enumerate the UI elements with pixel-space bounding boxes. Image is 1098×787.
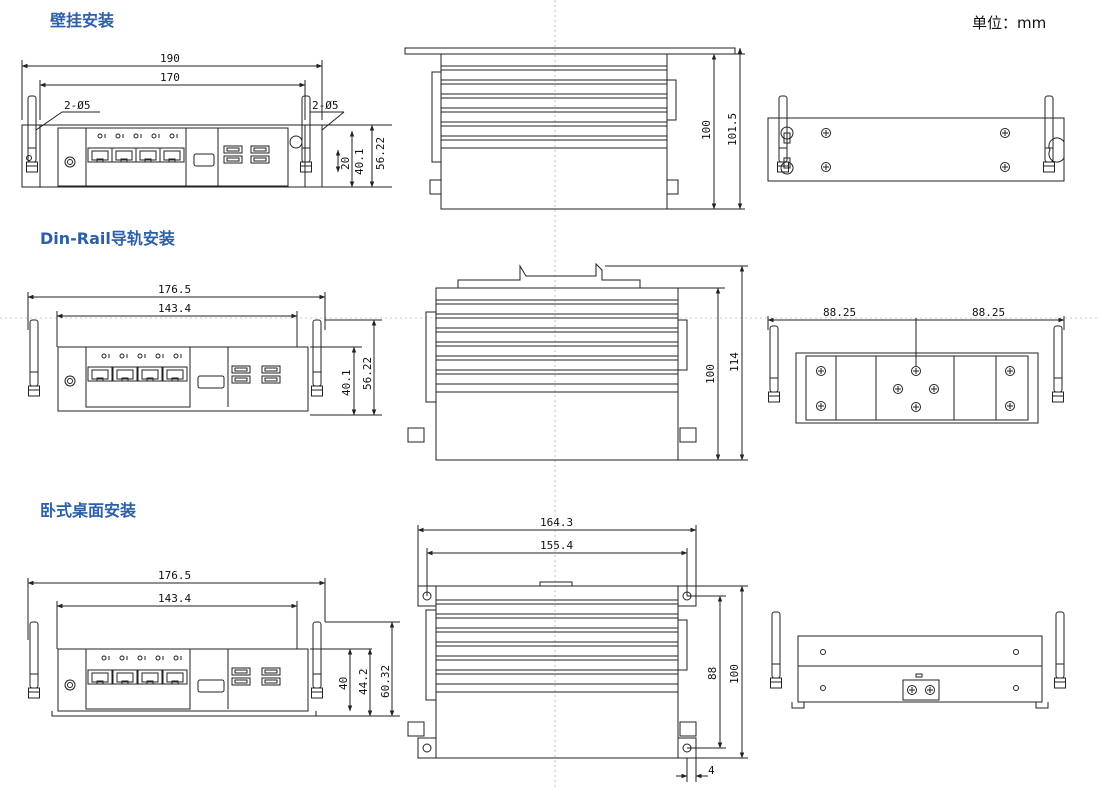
dim-label-wall-h-mid: 40.1 <box>353 149 366 176</box>
dim-label-din-back-left: 88.25 <box>823 306 856 319</box>
dim-label-din-width-inner: 143.4 <box>158 302 191 315</box>
dim-label-din-width-outer: 176.5 <box>158 283 191 296</box>
dim-label-din-side-h-body: 100 <box>704 364 717 384</box>
dim-label-wall-side-h-total: 101.5 <box>726 113 739 146</box>
dim-label-wall-side-h-body: 100 <box>700 120 713 140</box>
dim-label-din-h-body: 40.1 <box>340 370 353 397</box>
wall-bracket-top <box>404 47 736 55</box>
wall-side-view <box>404 47 745 210</box>
dim-label-din-side-h-total: 114 <box>728 352 741 372</box>
dim-label-desk-h-total: 60.32 <box>379 665 392 698</box>
din-back-view <box>767 316 1065 424</box>
antenna-right-icon <box>300 95 312 173</box>
dim-label-wall-width-inner: 170 <box>160 71 180 84</box>
dim-label-desk-width-inner: 143.4 <box>158 592 191 605</box>
dim-label-wall-h-total: 56.22 <box>374 137 387 170</box>
dim-label-din-back-right: 88.25 <box>972 306 1005 319</box>
section-title-desktop: 卧式桌面安装 <box>40 501 137 520</box>
desk-back-view <box>770 611 1066 709</box>
dim-label-hole-left: 2-Ø5 <box>64 99 91 112</box>
dim-label-wall-h-small: 20 <box>339 157 352 170</box>
din-front-view <box>27 292 382 416</box>
dim-label-desk-top-width-inner: 155.4 <box>540 539 573 552</box>
wall-back-view <box>767 95 1065 182</box>
dim-label-hole-right: 2-Ø5 <box>312 99 339 112</box>
unit-label: 单位：mm <box>972 14 1047 32</box>
hdmi-port-icon <box>193 153 215 167</box>
desk-top-view <box>407 525 748 782</box>
dim-label-desk-top-h-inner: 88 <box>706 667 719 680</box>
dim-label-desk-top-width-outer: 164.3 <box>540 516 573 529</box>
dim-label-desk-width-outer: 176.5 <box>158 569 191 582</box>
dim-label-desk-h-mid: 44.2 <box>357 669 370 696</box>
dim-label-desk-top-h-outer: 100 <box>728 664 741 684</box>
section-title-wall-mount: 壁挂安装 <box>50 11 115 30</box>
dim-label-wall-width-outer: 190 <box>160 52 180 65</box>
dim-label-desk-foot: 4 <box>708 764 715 777</box>
dim-label-din-h-total: 56.22 <box>361 357 374 390</box>
antenna-left-icon <box>26 95 38 173</box>
section-title-din-rail: Din-Rail导轨安装 <box>40 229 175 248</box>
dim-label-desk-h-body: 40 <box>337 677 350 690</box>
din-side-view <box>407 262 748 461</box>
wall-front-view <box>21 60 392 188</box>
din-rail-clip <box>457 262 641 288</box>
wall-back-plate <box>767 117 1065 182</box>
desk-front-view <box>27 578 400 717</box>
